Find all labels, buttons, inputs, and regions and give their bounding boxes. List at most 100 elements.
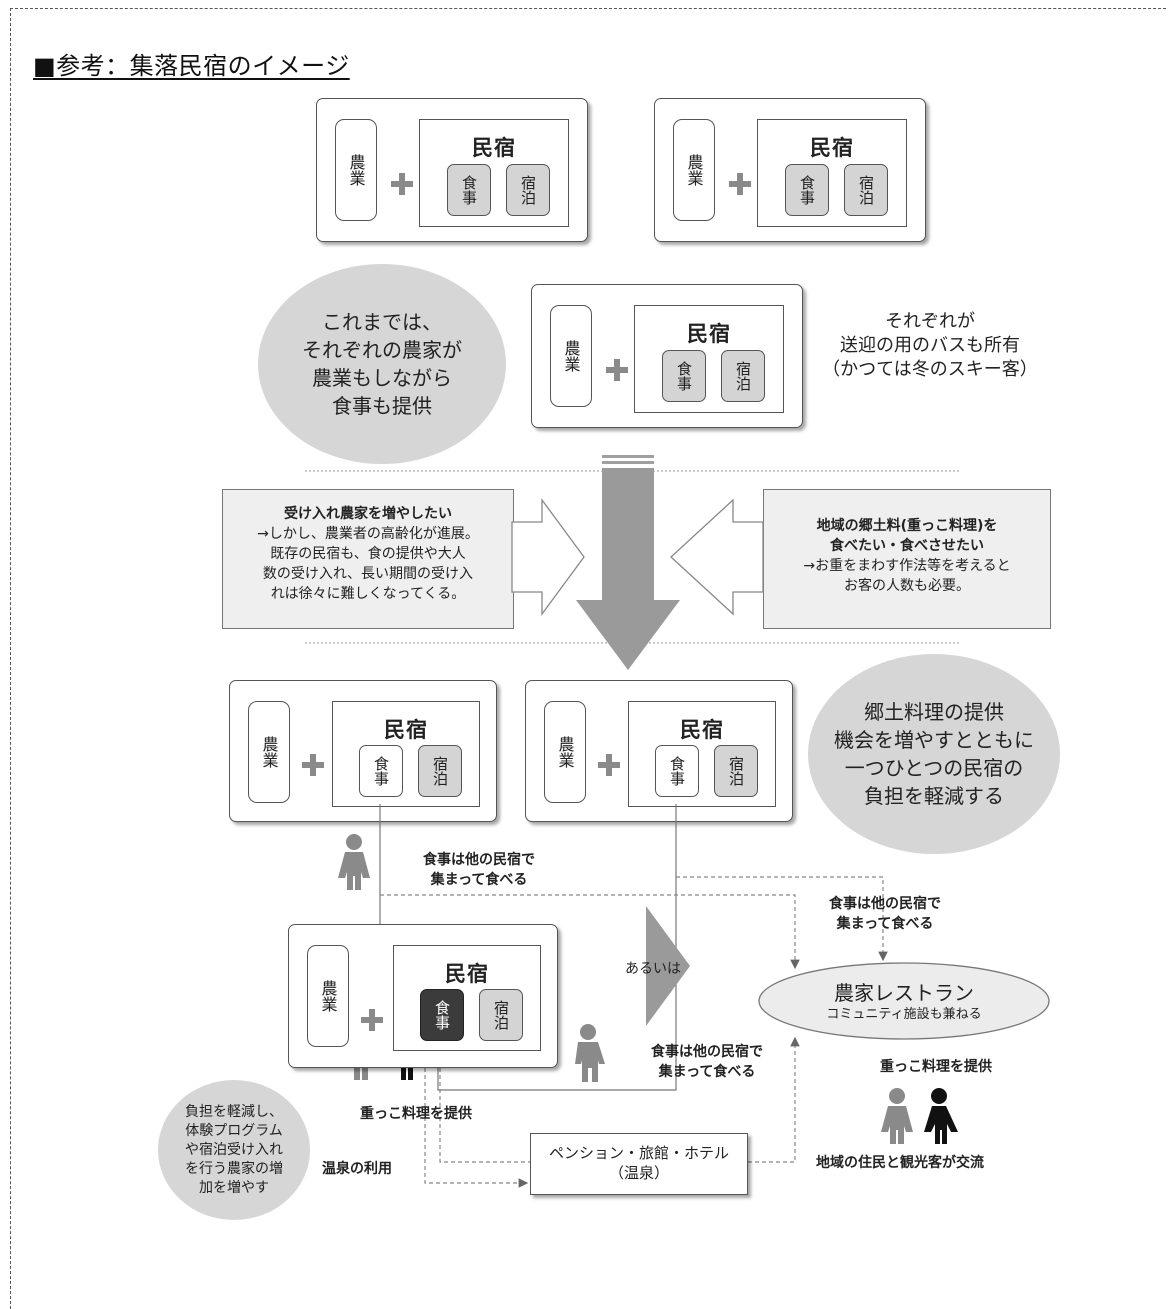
restaurant-ellipse (758, 962, 1050, 1040)
oval-bottom-line: 加を増やす (199, 1179, 269, 1196)
plus-icon (361, 1009, 383, 1031)
lodging-cell: 宿泊 (721, 350, 765, 402)
right-outline-arrow (511, 498, 585, 616)
meal-cell: 食事 (662, 350, 706, 402)
person-icon (575, 1024, 605, 1082)
meal-cell-shared: 食事 (420, 989, 464, 1041)
plus-icon (729, 173, 751, 195)
meal-label-2: 食事は他の民宿で 集まって食べる (810, 894, 960, 934)
unit-farm-inn-1: 農業 民宿 食事 宿泊 (316, 98, 588, 242)
lodging-cell: 宿泊 (418, 745, 462, 797)
minshuku-box: 民宿 食事 宿泊 (757, 119, 907, 227)
note-each-owns-bus: それぞれが 送迎の用のバスも所有 （かつては冬のスキー客） (800, 310, 1060, 382)
meal-label-1: 食事は他の民宿で 集まって食べる (404, 850, 554, 890)
dashed-connector (748, 1036, 800, 1163)
plus-icon (391, 173, 413, 195)
oval-bottom-line: 負担を軽減し、 (185, 1103, 283, 1120)
minshuku-title: 民宿 (687, 322, 731, 346)
lodging-cell: 宿泊 (479, 989, 523, 1041)
nogyo-label: 農業 (335, 119, 377, 221)
meal-cell: 食事 (447, 164, 491, 216)
lodging-cell: 宿泊 (844, 164, 888, 216)
box-heading: 受け入れ農家を増やしたい (284, 506, 452, 522)
nogyo-label: 農業 (307, 945, 349, 1047)
oval-before-line: 食事も提供 (332, 394, 432, 418)
nogyo-label: 農業 (550, 305, 592, 407)
meal-cell: 食事 (655, 745, 699, 797)
dashed-frame (10, 8, 1168, 1309)
unit-farm-inn-5: 農業 民宿 食事 宿泊 (525, 680, 793, 822)
oval-bottom-line: や宿泊受け入れ (185, 1141, 283, 1158)
restaurant-sub: コミュニティ施設も兼ねる (826, 1007, 982, 1022)
meal-label-line: 集まって食べる (658, 1064, 756, 1080)
box-line: →しかし、農業者の高齢化が進展。 (257, 526, 479, 542)
omokko-label-left: 重っこ料理を提供 (360, 1106, 472, 1122)
nogyo-label: 農業 (673, 119, 715, 221)
unit-farm-inn-3: 農業 民宿 食事 宿泊 (531, 284, 803, 428)
minshuku-title: 民宿 (680, 718, 724, 742)
note-line: （かつては冬のスキー客） (822, 359, 1038, 380)
meal-cell: 食事 (359, 745, 403, 797)
note-line: 送迎の用のバスも所有 (840, 335, 1020, 356)
minshuku-box: 民宿 食事 宿泊 (419, 119, 569, 227)
left-outline-arrow (670, 498, 764, 616)
oval-before: これまでは、 それぞれの農家が 農業もしながら 食事も提供 (258, 264, 506, 464)
box-heading: 地域の郷土料(重っこ料理)を (816, 518, 998, 534)
unit-farm-inn-2: 農業 民宿 食事 宿泊 (654, 98, 926, 242)
dashed-connector (380, 894, 800, 970)
oval-goal-line: 機会を増やすとともに (834, 728, 1034, 752)
oval-goal-line: 郷土料理の提供 (864, 700, 1004, 724)
restaurant-title: 農家レストラン (834, 981, 974, 1005)
box-line: 数の受け入れ、長い期間の受け入 (262, 566, 474, 582)
meal-label-line: 食事は他の民宿で (829, 896, 941, 912)
box-line: →お重をまわす作法等を考えると (803, 558, 1011, 574)
oval-goal-line: 一つひとつの民宿の (844, 756, 1024, 780)
oval-before-line: それぞれの農家が (302, 338, 462, 362)
dashed-connector (676, 876, 888, 962)
aruiwa-label: あるいは (625, 961, 681, 977)
pension-box: ペンション・旅館・ホテル （温泉） (530, 1133, 748, 1195)
minshuku-box: 民宿 食事 宿泊 (628, 701, 776, 807)
minshuku-box: 民宿 食事 宿泊 (332, 701, 480, 807)
meal-label-line: 食事は他の民宿で (423, 852, 535, 868)
community-label: 地域の住民と観光客が交流 (816, 1155, 984, 1171)
restaurant-label: 農家レストラン コミュニティ施設も兼ねる (759, 980, 1049, 1024)
person-icon (881, 1088, 913, 1144)
dashed-connector (439, 1040, 530, 1163)
box-line: れは徐々に難しくなってくる。 (270, 586, 466, 602)
plus-icon (606, 359, 628, 381)
plus-icon (598, 754, 620, 776)
person-icon (338, 834, 370, 890)
lodging-cell: 宿泊 (506, 164, 550, 216)
oval-before-line: これまでは、 (322, 310, 442, 334)
minshuku-box: 民宿 食事 宿泊 (634, 305, 784, 413)
minshuku-box: 民宿 食事 宿泊 (393, 945, 541, 1051)
meal-label-line: 食事は他の民宿で (651, 1044, 763, 1060)
down-arrow-stripe (602, 461, 654, 464)
unit-farm-inn-4: 農業 民宿 食事 宿泊 (229, 680, 497, 822)
nogyo-label: 農業 (248, 701, 290, 803)
oval-bottom-line: 体験プログラム (185, 1122, 283, 1139)
nogyo-label: 農業 (544, 701, 586, 803)
note-line: それぞれが (885, 311, 975, 332)
box-line: お客の人数も必要。 (844, 578, 970, 594)
onsen-label: 温泉の利用 (322, 1161, 392, 1177)
oval-bottom-line: を行う農家の増 (185, 1160, 283, 1177)
aruiwa-triangle (646, 906, 690, 1026)
diagram-overlay (305, 455, 1050, 1188)
unit-farm-inn-6: 農業 民宿 食事 宿泊 (288, 924, 558, 1068)
lodging-cell: 宿泊 (714, 745, 758, 797)
box-line: 既存の民宿も、食の提供や大人 (270, 546, 466, 562)
minshuku-title: 民宿 (384, 718, 428, 742)
minshuku-title: 民宿 (445, 962, 489, 986)
box-local-cuisine: 地域の郷土料(重っこ料理)を 食べたい・食べさせたい →お重をまわす作法等を考え… (763, 489, 1051, 629)
dashed-connector (424, 1040, 529, 1188)
oval-bottom: 負担を軽減し、 体験プログラム や宿泊受け入れ を行う農家の増 加を増やす (158, 1080, 310, 1220)
meal-label-line: 集まって食べる (836, 916, 934, 932)
box-increase-farms: 受け入れ農家を増やしたい →しかし、農業者の高齢化が進展。 既存の民宿も、食の提… (222, 489, 514, 629)
meal-cell: 食事 (785, 164, 829, 216)
oval-before-line: 農業もしながら (312, 366, 452, 390)
omokko-label-right: 重っこ料理を提供 (880, 1059, 992, 1075)
pension-line: ペンション・旅館・ホテル (548, 1144, 729, 1162)
down-arrow (576, 468, 680, 670)
